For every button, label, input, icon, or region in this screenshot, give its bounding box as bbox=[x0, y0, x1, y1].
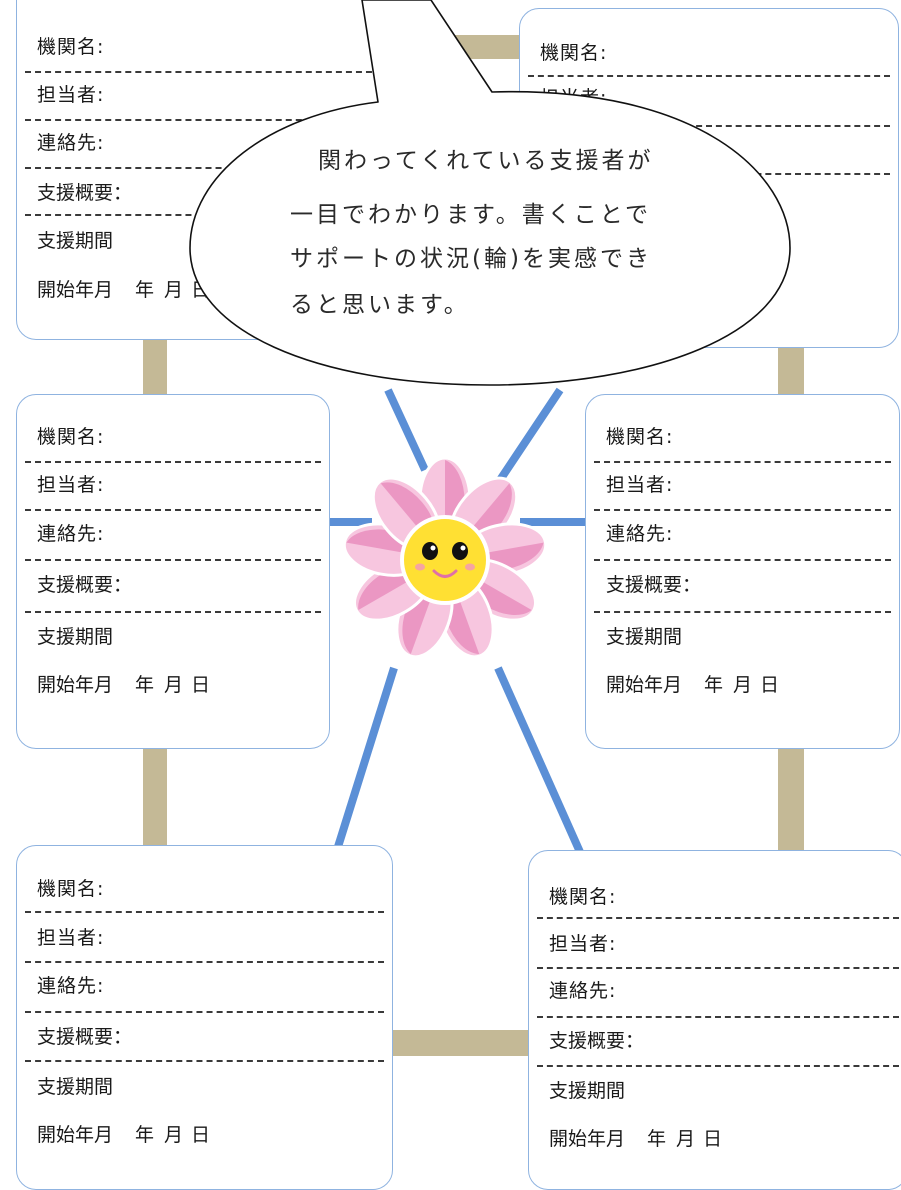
summary-label: 支援概要： bbox=[37, 182, 133, 204]
separator-line bbox=[528, 125, 890, 127]
person-label: 担当者: bbox=[37, 927, 105, 949]
speech-bubble bbox=[189, 0, 791, 386]
separator-line bbox=[594, 461, 891, 463]
contact-label: 連絡先: bbox=[606, 523, 674, 545]
blue-spokes bbox=[330, 387, 587, 854]
bubble-text-line-4: ると思います。 bbox=[290, 292, 470, 318]
start-date-row: 開始年月年月日 bbox=[606, 676, 779, 695]
flower-face bbox=[400, 515, 490, 605]
start-label: 開始年月 bbox=[37, 279, 114, 301]
start-date-row: 開始年月年月日 bbox=[37, 676, 210, 695]
supporter-card-middle-left: 機関名: 担当者: 連絡先: 支援概要： 支援期間 開始年月年月日 bbox=[16, 394, 330, 749]
month-label: 月 bbox=[164, 279, 184, 301]
contact-label: 連絡先: bbox=[37, 523, 105, 545]
connector-left-lower bbox=[143, 740, 167, 852]
year-label: 年 bbox=[135, 674, 157, 696]
separator-line bbox=[25, 71, 382, 73]
connector-right-upper bbox=[778, 340, 804, 400]
separator-line bbox=[537, 1065, 899, 1067]
bubble-text-line-3: サポートの状況(輪)を実感でき bbox=[290, 246, 652, 272]
month-label: 月 bbox=[164, 1124, 184, 1146]
spoke-lower-left bbox=[333, 666, 398, 852]
day-label: 日 bbox=[191, 674, 211, 696]
contact-label: 連絡先: bbox=[37, 975, 105, 997]
period-label: 支援期間 bbox=[37, 626, 114, 648]
separator-line bbox=[25, 611, 321, 613]
agency-label: 機関名: bbox=[549, 886, 617, 908]
supporter-card-bottom-right: 機関名: 担当者: 連絡先: 支援概要： 支援期間 開始年月年月日 bbox=[528, 850, 901, 1190]
month-label: 月 bbox=[164, 674, 184, 696]
month-label: 月 bbox=[676, 1128, 696, 1150]
bubble-text-line-1: 関わってくれている支援者が bbox=[318, 148, 654, 174]
spoke-upper-left bbox=[384, 388, 429, 472]
summary-label: 支援概要： bbox=[37, 574, 133, 596]
spoke-upper-right bbox=[496, 387, 564, 483]
period-label: 支援期間 bbox=[606, 626, 683, 648]
tan-connectors bbox=[143, 35, 804, 1056]
contact-label: 連絡先: bbox=[37, 132, 105, 154]
separator-line bbox=[594, 611, 891, 613]
separator-line bbox=[594, 509, 891, 511]
summary-label: 支援概要： bbox=[549, 1030, 645, 1052]
year-label: 年 bbox=[704, 674, 726, 696]
start-label: 開始年月 bbox=[37, 1124, 114, 1146]
summary-label: 支援概要： bbox=[606, 574, 702, 596]
month-label: 月 bbox=[733, 674, 753, 696]
day-label: 日 bbox=[191, 1124, 211, 1146]
bubble-text-line-2: 一目でわかります。書くことで bbox=[290, 202, 652, 228]
separator-line bbox=[25, 961, 384, 963]
period-label: 支援期間 bbox=[549, 1080, 626, 1102]
speech-bubble-shape bbox=[189, 0, 791, 386]
day-label: 日 bbox=[703, 1128, 723, 1150]
separator-line bbox=[25, 119, 382, 121]
supporter-card-middle-right: 機関名: 担当者: 連絡先: 支援概要： 支援期間 開始年月年月日 bbox=[585, 394, 900, 749]
separator-line bbox=[25, 911, 384, 913]
smiling-flower-icon bbox=[340, 456, 550, 665]
separator-line bbox=[537, 967, 899, 969]
separator-line bbox=[25, 1011, 384, 1013]
agency-label: 機関名: bbox=[37, 36, 105, 58]
start-date-row: 開始年月年月日 bbox=[37, 1126, 210, 1145]
start-label: 開始年月 bbox=[549, 1128, 626, 1150]
person-label: 担当者: bbox=[37, 474, 105, 496]
separator-line bbox=[528, 75, 890, 77]
separator-line bbox=[537, 1016, 899, 1018]
year-label: 年 bbox=[135, 279, 157, 301]
start-date-row: 開始年月年月日 bbox=[549, 1130, 722, 1149]
summary-label: 支援概要： bbox=[37, 1026, 133, 1048]
spoke-lower-right bbox=[494, 666, 584, 854]
connector-right-lower bbox=[778, 740, 804, 852]
supporter-card-bottom-left: 機関名: 担当者: 連絡先: 支援概要： 支援期間 開始年月年月日 bbox=[16, 845, 393, 1190]
agency-label: 機関名: bbox=[540, 42, 608, 64]
separator-line bbox=[25, 167, 382, 169]
start-label: 開始年月 bbox=[37, 674, 114, 696]
agency-label: 機関名: bbox=[606, 426, 674, 448]
agency-label: 機関名: bbox=[37, 878, 105, 900]
person-label: 担当者: bbox=[549, 933, 617, 955]
period-label: 支援期間 bbox=[37, 230, 114, 252]
separator-line bbox=[25, 1060, 384, 1062]
separator-line bbox=[25, 509, 321, 511]
person-label: 担当者: bbox=[37, 84, 105, 106]
connector-bottom bbox=[388, 1030, 533, 1056]
connector-left-upper bbox=[143, 335, 167, 405]
separator-line bbox=[594, 559, 891, 561]
agency-label: 機関名: bbox=[37, 426, 105, 448]
year-label: 年 bbox=[647, 1128, 669, 1150]
separator-line bbox=[25, 461, 321, 463]
person-label: 担当者: bbox=[606, 474, 674, 496]
year-label: 年 bbox=[135, 1124, 157, 1146]
day-label: 日 bbox=[760, 674, 780, 696]
period-label: 支援期間 bbox=[37, 1076, 114, 1098]
start-label: 開始年月 bbox=[606, 674, 683, 696]
contact-label: 連絡先: bbox=[549, 980, 617, 1002]
separator-line bbox=[25, 559, 321, 561]
separator-line bbox=[537, 917, 899, 919]
start-date-row: 開始年月年月日 bbox=[37, 281, 210, 300]
